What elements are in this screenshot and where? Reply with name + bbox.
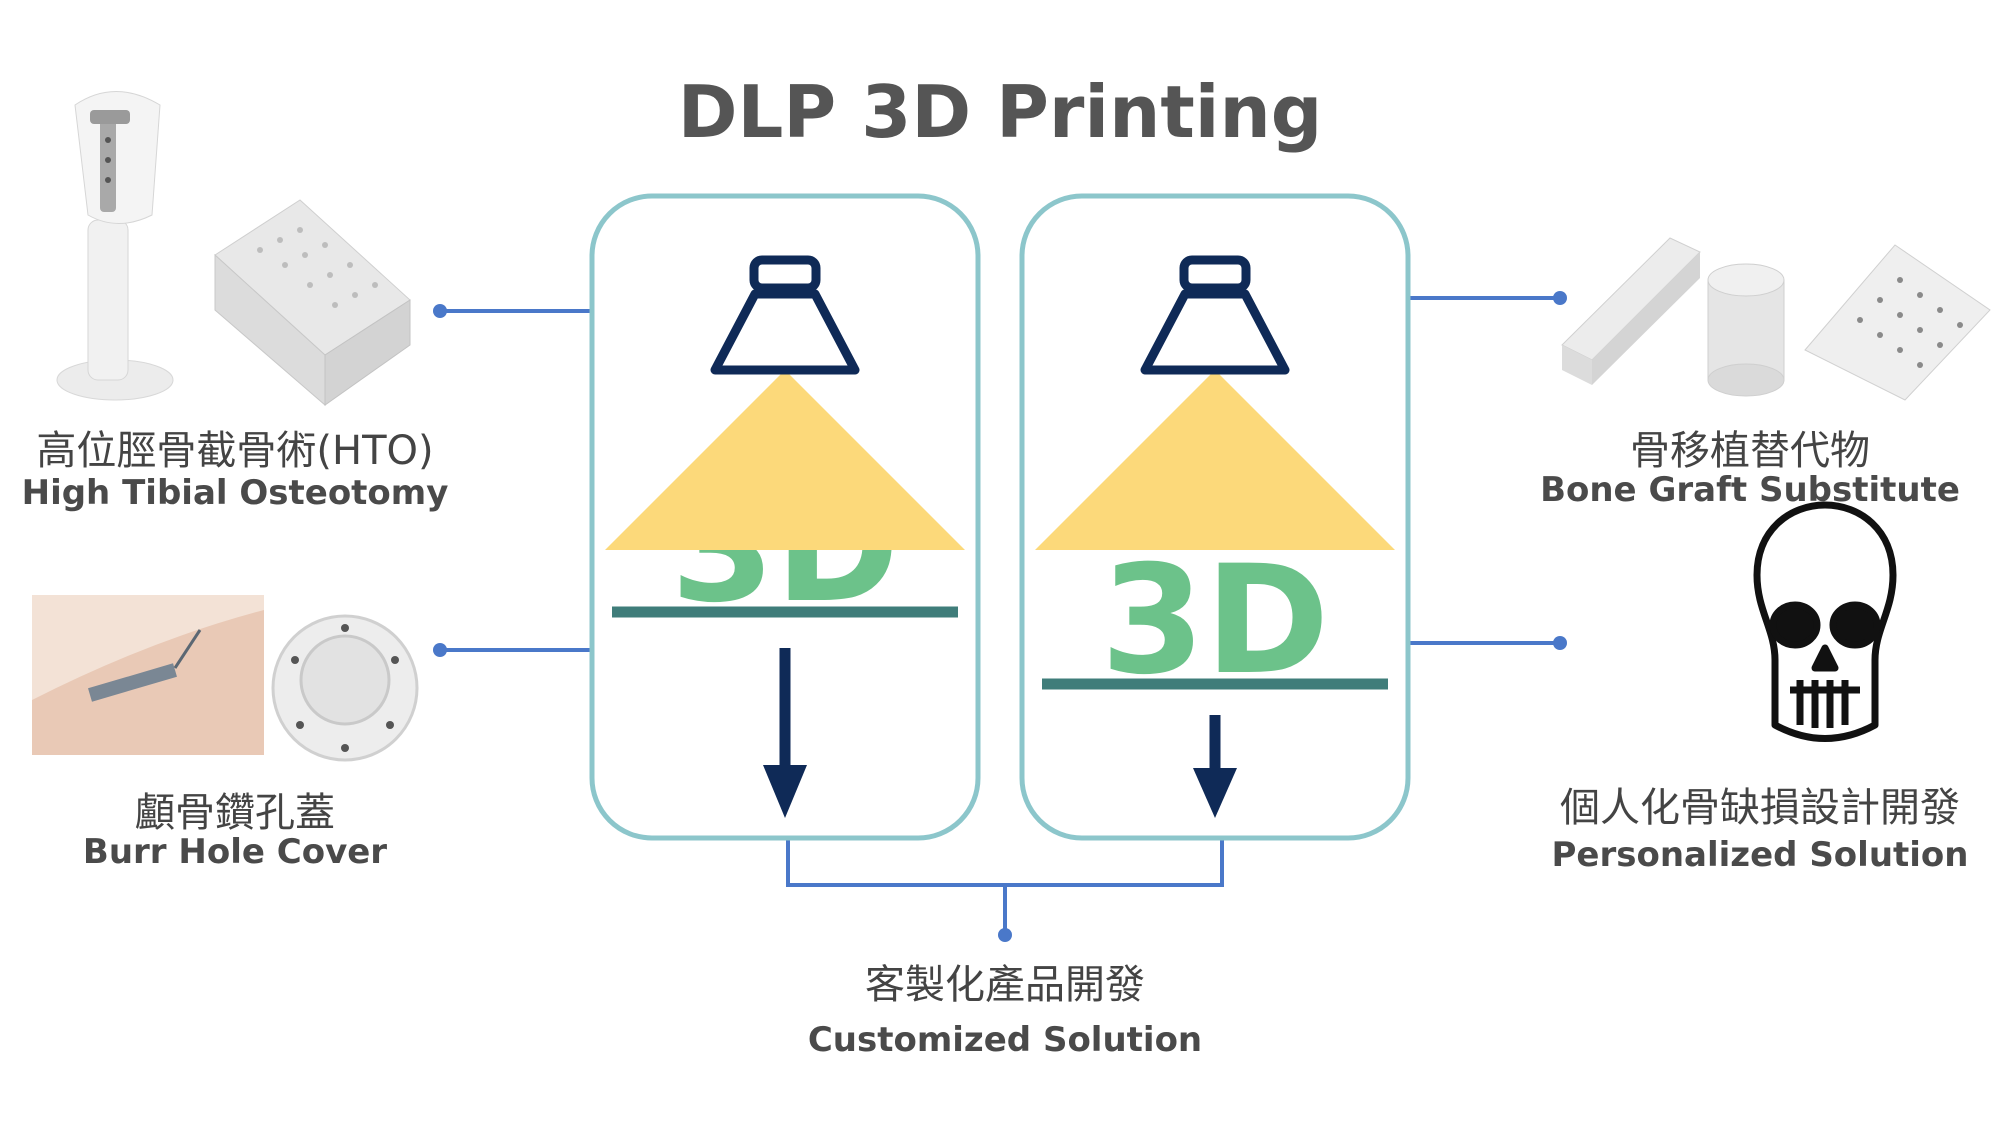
printer-panel-left: 3D bbox=[589, 193, 981, 841]
burr-label-en: Burr Hole Cover bbox=[82, 832, 388, 872]
printer-panel-right: 3D bbox=[1019, 193, 1411, 841]
bone-graft-cylinder-image bbox=[1707, 263, 1785, 397]
dot-personal bbox=[1553, 636, 1567, 650]
hto-label-en: High Tibial Osteotomy bbox=[21, 473, 449, 513]
dot-burr bbox=[433, 643, 447, 657]
hto-lattice-block-image bbox=[214, 199, 411, 407]
down-arrow-icon bbox=[1193, 715, 1237, 818]
personal-label-zh: 個人化骨缺損設計開發 bbox=[1560, 785, 1960, 831]
light-cone-right bbox=[1035, 370, 1395, 550]
dot-custom bbox=[998, 928, 1012, 942]
lamp-icon bbox=[710, 255, 860, 375]
skull-icon bbox=[1753, 501, 1897, 742]
light-cone-left bbox=[605, 370, 965, 550]
dot-graft bbox=[1553, 291, 1567, 305]
bone-graft-bar-image bbox=[1561, 237, 1701, 385]
connectors bbox=[440, 296, 1560, 935]
custom-label-zh: 客製化產品開發 bbox=[865, 962, 1145, 1008]
dot-hto bbox=[433, 304, 447, 318]
connector-bottom bbox=[786, 838, 1224, 887]
bone-graft-plate-image bbox=[1804, 244, 1991, 401]
burr-label-zh: 顱骨鑽孔蓋 bbox=[135, 790, 335, 836]
down-arrow-icon bbox=[763, 648, 807, 818]
burr-hole-skull-image bbox=[32, 595, 264, 755]
custom-label-en: Customized Solution bbox=[807, 1020, 1203, 1060]
hto-label-zh: 高位脛骨截骨術(HTO) bbox=[36, 428, 434, 474]
page-title: DLP 3D Printing bbox=[677, 70, 1323, 154]
lamp-icon bbox=[1140, 255, 1290, 375]
graft-label-en: Bone Graft Substitute bbox=[1540, 470, 1960, 510]
graft-label-zh: 骨移植替代物 bbox=[1630, 428, 1870, 474]
personal-label-en: Personalized Solution bbox=[1551, 835, 1969, 875]
hto-bone-model-image bbox=[56, 91, 174, 401]
burr-hole-cover-image bbox=[271, 614, 419, 762]
